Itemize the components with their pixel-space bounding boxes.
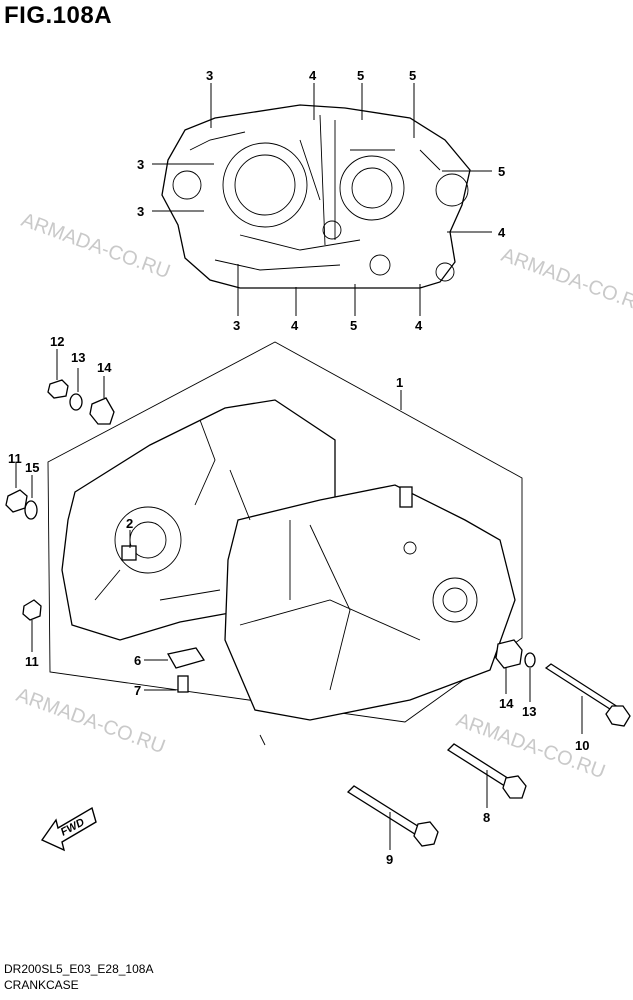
callout-top-4a: 4 bbox=[309, 68, 317, 83]
bolt-8 bbox=[446, 743, 527, 808]
left-hardware bbox=[5, 349, 115, 652]
callout-top-5a: 5 bbox=[357, 68, 364, 83]
callout-p9: 9 bbox=[386, 852, 393, 867]
callout-p7: 7 bbox=[134, 683, 141, 698]
callout-right-4b: 4 bbox=[498, 225, 506, 240]
bushing-14b bbox=[495, 639, 523, 669]
callout-p12: 12 bbox=[50, 334, 64, 349]
plate-and-bolt-6-7 bbox=[144, 647, 206, 693]
callout-bot-3: 3 bbox=[233, 318, 240, 333]
bushing-14 bbox=[89, 397, 115, 425]
callout-p6: 6 bbox=[134, 653, 141, 668]
watermark-2: ARMADA-CO.RU bbox=[498, 244, 633, 318]
callout-top-5b: 5 bbox=[409, 68, 416, 83]
watermark-4: ARMADA-CO.RU bbox=[13, 684, 168, 758]
callout-right-5c: 5 bbox=[498, 164, 505, 179]
washer-13 bbox=[69, 393, 83, 411]
callout-bot-4a: 4 bbox=[291, 318, 299, 333]
washer-13b bbox=[524, 652, 536, 668]
right-hardware bbox=[495, 639, 631, 734]
bolt-7 bbox=[177, 675, 189, 693]
callout-left-3b: 3 bbox=[137, 157, 144, 172]
fwd-arrow-icon: FWD bbox=[40, 806, 97, 852]
figure-code: DR200SL5_E03_E28_108A bbox=[4, 962, 154, 976]
callout-p2: 2 bbox=[126, 516, 133, 531]
callout-p14a: 14 bbox=[97, 360, 112, 375]
callout-top-3a: 3 bbox=[206, 68, 213, 83]
callout-p1: 1 bbox=[396, 375, 403, 390]
callout-p11b: 11 bbox=[25, 654, 39, 669]
callout-p13b: 13 bbox=[522, 704, 536, 719]
plate-6 bbox=[166, 647, 206, 669]
washer-15 bbox=[24, 500, 38, 520]
figure-name: CRANKCASE bbox=[4, 978, 79, 992]
callout-p15: 15 bbox=[25, 460, 39, 475]
callout-p11a: 11 bbox=[8, 451, 22, 466]
callout-bot-4b: 4 bbox=[415, 318, 423, 333]
top-callout-lines bbox=[152, 83, 492, 316]
callout-p10: 10 bbox=[575, 738, 589, 753]
crankcase-assembly bbox=[61, 399, 516, 746]
bolt-9 bbox=[346, 785, 439, 850]
callout-left-3c: 3 bbox=[137, 204, 144, 219]
figure-title: FIG.108A bbox=[4, 2, 113, 29]
callout-p13a: 13 bbox=[71, 350, 85, 365]
callout-p14b: 14 bbox=[499, 696, 514, 711]
assembly-outline bbox=[47, 341, 523, 723]
callout-bot-5: 5 bbox=[350, 318, 357, 333]
watermark-1: ARMADA-CO.RU bbox=[18, 209, 173, 283]
nut-11a bbox=[5, 489, 28, 513]
nut-12 bbox=[47, 379, 69, 399]
callout-p8: 8 bbox=[483, 810, 490, 825]
nut-11b bbox=[22, 599, 42, 621]
crankcase-face-view bbox=[161, 104, 471, 289]
